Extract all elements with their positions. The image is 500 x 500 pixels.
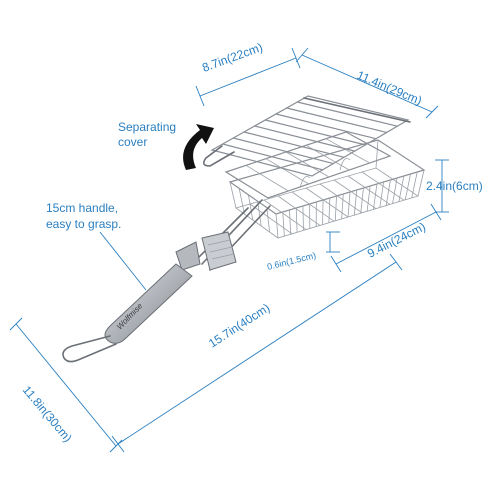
- handle-callout-line1: 15cm handle,: [46, 201, 118, 215]
- basket-end-bar: [257, 201, 262, 227]
- label-top-depth: 11.4in(29cm): [355, 68, 424, 108]
- lid-bar: [286, 107, 388, 134]
- basket-floor-bar: [333, 179, 377, 209]
- lid-bar: [296, 101, 398, 127]
- basket-side-bar: [411, 171, 418, 198]
- basket-side-bar: [404, 173, 411, 200]
- basket-end-bar: [266, 207, 270, 233]
- handle-callout-line: [99, 231, 147, 291]
- dim-top-depth: [295, 47, 439, 119]
- lid-loop-handle: [202, 145, 235, 167]
- lid-bar: [243, 131, 345, 158]
- lid-bar: [275, 113, 377, 140]
- bottom-basket: [228, 139, 426, 239]
- basket-side-bar: [392, 177, 398, 204]
- basket-end-bar: [238, 188, 245, 215]
- dim-gap: [326, 231, 340, 253]
- basket-side-bar: [302, 205, 304, 231]
- basket-floor-bar: [319, 183, 363, 214]
- cover-callout-line1: Separating: [118, 120, 176, 134]
- lid-bar: [232, 137, 334, 165]
- dimension-lines: [9, 47, 449, 453]
- basket-floor-bar: [249, 203, 293, 235]
- dim-top-width: [195, 47, 301, 107]
- basket-side-bar: [373, 183, 378, 210]
- cover-bar: [325, 138, 370, 164]
- cover-callout-line2: cover: [118, 135, 147, 149]
- dim-basket-depth: [330, 203, 442, 273]
- basket-side-bar: [328, 197, 331, 223]
- separating-cover: [224, 131, 392, 199]
- label-basket-depth: 9.4in(24cm): [365, 219, 428, 260]
- label-height: 2.4in(6cm): [426, 179, 483, 193]
- basket-floor-bar: [305, 187, 349, 218]
- label-gap: 0.6in(1.5cm): [266, 250, 317, 272]
- basket-side-bars: [282, 171, 418, 237]
- basket-side-bar: [347, 191, 351, 218]
- grill-basket-illustration: Wolfmise: [62, 95, 426, 363]
- basket-end-bar: [248, 194, 254, 221]
- basket-side-bar: [360, 187, 364, 214]
- handle-callout-line2: easy to grasp.: [46, 217, 121, 231]
- basket-side-bar: [322, 199, 324, 225]
- cover-bar: [245, 164, 289, 192]
- lid-bar: [222, 143, 324, 171]
- basket-side-bar: [295, 207, 298, 233]
- dim-height: [435, 159, 449, 213]
- basket-floor-bar: [347, 175, 391, 205]
- cover-bar: [265, 158, 309, 185]
- basket-floor-bar: [291, 191, 335, 222]
- lid-bar: [254, 125, 356, 152]
- basket-side-bar: [341, 193, 344, 219]
- basket-side-bar: [385, 179, 391, 206]
- locking-clip: [175, 231, 237, 271]
- handle-grip: Wolfmise: [62, 263, 193, 363]
- basket-floor-bar: [263, 199, 307, 230]
- cover-bar: [285, 151, 330, 178]
- basket-side-bar: [289, 209, 292, 235]
- basket-end-bars: [238, 188, 270, 233]
- label-top-width: 8.7in(22cm): [200, 40, 264, 75]
- basket-side-bar: [282, 211, 285, 237]
- label-total-width: 11.8in(30cm): [20, 383, 75, 445]
- label-total-length: 15.7in(40cm): [206, 301, 272, 351]
- dim-total-width: [9, 317, 123, 453]
- basket-floor-bars: [249, 171, 405, 235]
- lid-bars: [222, 101, 398, 171]
- hanging-loop: [62, 335, 117, 363]
- basket-side-bar: [398, 175, 405, 202]
- basket-floor-bar: [361, 171, 405, 201]
- curved-arrow-icon: [183, 124, 214, 170]
- top-lid: [202, 95, 411, 177]
- lid-bar: [264, 119, 366, 146]
- basket-side-bar: [353, 189, 358, 216]
- basket-floor-bar: [277, 195, 321, 226]
